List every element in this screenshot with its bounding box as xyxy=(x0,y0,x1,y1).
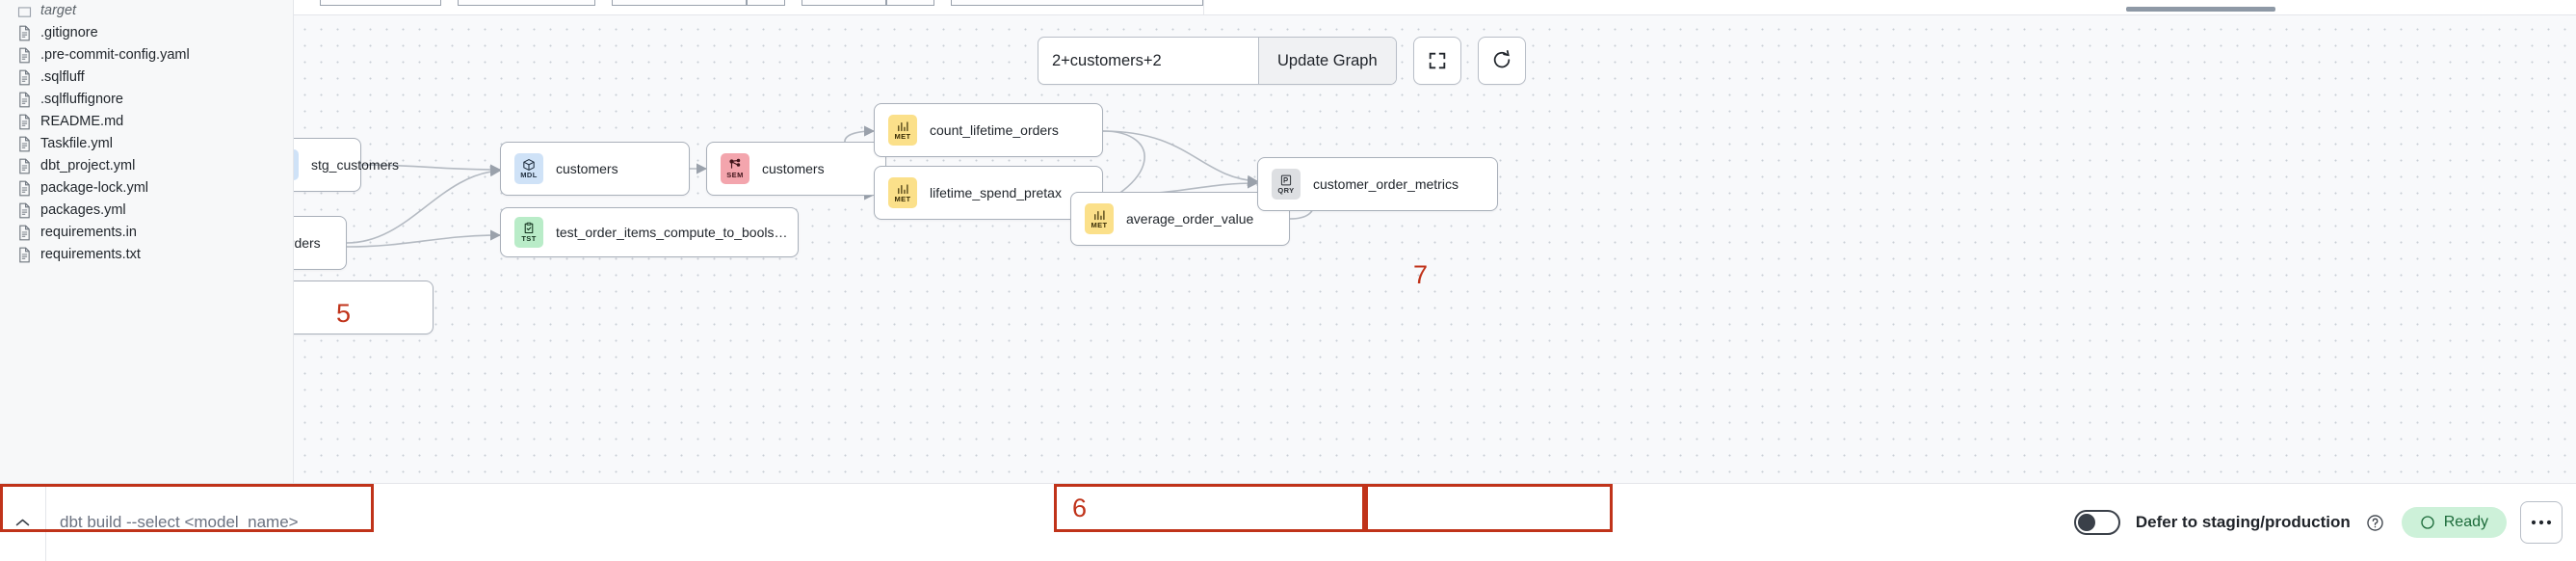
file-row[interactable]: README.md xyxy=(0,111,293,133)
graph-node-label: count_lifetime_orders xyxy=(930,122,1059,138)
graph-node[interactable]: MDLorders xyxy=(294,216,347,270)
file-icon xyxy=(17,158,32,174)
file-row[interactable]: .sqlfluffignore xyxy=(0,89,293,111)
graph-selector-group: Update Graph xyxy=(1038,37,1397,85)
cube-icon: MDL xyxy=(514,153,543,184)
file-row[interactable]: dbt_project.yml xyxy=(0,155,293,177)
graph-node-label: lifetime_spend_pretax xyxy=(930,185,1062,200)
file-icon xyxy=(17,69,32,86)
status-circle-icon xyxy=(2421,516,2434,529)
file-icon xyxy=(17,180,32,197)
file-tree: target .gitignore .pre-commit-config.yaml.… xyxy=(0,0,293,266)
graph-node[interactable]: TST test_order_items_compute_to_bools… xyxy=(500,207,799,257)
graph-node[interactable]: MDL customers xyxy=(500,142,690,196)
clipboard-check-icon: TST xyxy=(514,217,543,248)
tab-ghost-2[interactable] xyxy=(458,0,595,6)
file-row[interactable]: .sqlfluff xyxy=(0,67,293,89)
query-icon: QRY xyxy=(1272,169,1301,200)
graph-node[interactable]: MET lifetime_spend_pretax xyxy=(874,166,1103,220)
active-tab-underline xyxy=(2126,7,2275,12)
file-icon xyxy=(17,136,32,152)
tab-ghost-7[interactable] xyxy=(951,0,1203,6)
update-graph-button[interactable]: Update Graph xyxy=(1258,38,1396,84)
bar-chart-icon: MET xyxy=(1085,203,1114,234)
lineage-graph-canvas[interactable]: MDLstg_customersMDLordersMDLMDLcustomers… xyxy=(294,15,2576,483)
file-icon xyxy=(17,247,32,263)
defer-control-group: Defer to staging/production xyxy=(2016,484,2402,561)
fullscreen-icon xyxy=(1429,52,1445,69)
more-options-button[interactable] xyxy=(2520,501,2563,544)
graph-node[interactable]: MDL xyxy=(294,280,434,334)
tabstrip-divider xyxy=(1203,0,1204,15)
chevron-up-icon xyxy=(15,519,30,526)
file-icon xyxy=(17,92,32,108)
graph-toolbar: Update Graph xyxy=(1038,37,1526,85)
tab-ghost-6[interactable] xyxy=(886,0,934,6)
graph-node-label: orders xyxy=(294,235,321,251)
command-input[interactable] xyxy=(46,513,557,532)
graph-node-label: customer_order_metrics xyxy=(1313,176,1459,192)
bar-chart-icon: MET xyxy=(888,177,917,208)
defer-toggle-knob xyxy=(2077,514,2095,531)
command-bar-collapse-button[interactable] xyxy=(0,484,46,561)
file-row[interactable]: requirements.in xyxy=(0,222,293,244)
file-row[interactable]: requirements.txt xyxy=(0,244,293,266)
file-name-label: requirements.in xyxy=(40,225,137,241)
status-badge[interactable]: Ready xyxy=(2401,507,2507,538)
graph-node-label: average_order_value xyxy=(1126,211,1254,227)
file-name-label: dbt_project.yml xyxy=(40,158,136,174)
file-row[interactable]: target xyxy=(0,0,293,22)
file-explorer-panel: target .gitignore .pre-commit-config.yaml.… xyxy=(0,0,294,483)
file-name-label: requirements.txt xyxy=(40,247,141,263)
file-name-label: .gitignore xyxy=(40,25,98,41)
graph-node[interactable]: MET count_lifetime_orders xyxy=(874,103,1103,157)
graph-node-label: customers xyxy=(762,161,825,176)
command-bar: Defer to staging/production Ready xyxy=(0,483,2576,561)
file-name-label: README.md xyxy=(40,114,124,130)
defer-toggle[interactable] xyxy=(2073,510,2120,535)
graph-node[interactable]: MDL stg_customers xyxy=(294,138,399,192)
cube-icon: MDL xyxy=(294,149,299,180)
file-row[interactable]: package-lock.yml xyxy=(0,177,293,200)
file-name-label: .sqlfluffignore xyxy=(40,92,123,108)
file-name-label: .sqlfluff xyxy=(40,69,85,86)
defer-toggle-label: Defer to staging/production xyxy=(2135,513,2351,531)
file-name-label: packages.yml xyxy=(40,202,126,219)
file-icon xyxy=(17,114,32,130)
tab-ghost-3[interactable] xyxy=(612,0,747,6)
graph-selector-input[interactable] xyxy=(1038,38,1258,84)
file-row[interactable]: packages.yml xyxy=(0,200,293,222)
file-name-label: .pre-commit-config.yaml xyxy=(40,47,190,64)
file-name-label: target xyxy=(40,3,77,19)
editor-tab-strip xyxy=(294,0,2576,15)
graph-node-label: stg_customers xyxy=(311,157,400,173)
graph-node-label: test_order_items_compute_to_bools… xyxy=(556,225,788,240)
help-circle-icon[interactable] xyxy=(2366,514,2384,532)
tab-ghost-5[interactable] xyxy=(802,0,886,6)
file-row[interactable]: Taskfile.yml xyxy=(0,133,293,155)
refresh-button[interactable] xyxy=(1477,37,1526,85)
file-row[interactable]: .gitignore xyxy=(0,22,293,44)
bar-chart-icon: MET xyxy=(888,115,917,146)
file-icon xyxy=(17,225,32,241)
graph-node[interactable]: SEM customers xyxy=(706,142,886,196)
tab-ghost-1[interactable] xyxy=(320,0,441,6)
refresh-icon xyxy=(1493,50,1510,68)
fullscreen-button[interactable] xyxy=(1412,37,1461,85)
tab-ghost-4[interactable] xyxy=(747,0,785,6)
file-icon xyxy=(17,202,32,219)
semantic-node-icon: SEM xyxy=(721,153,749,184)
ellipsis-icon xyxy=(2531,520,2552,525)
status-badge-label: Ready xyxy=(2443,514,2488,530)
graph-node-label: customers xyxy=(556,161,618,176)
folder-icon xyxy=(17,3,32,19)
file-icon xyxy=(17,25,32,41)
graph-node[interactable]: QRY customer_order_metrics xyxy=(1257,157,1498,211)
file-name-label: package-lock.yml xyxy=(40,180,149,197)
file-name-label: Taskfile.yml xyxy=(40,136,113,152)
file-row[interactable]: .pre-commit-config.yaml xyxy=(0,44,293,67)
file-icon xyxy=(17,47,32,64)
